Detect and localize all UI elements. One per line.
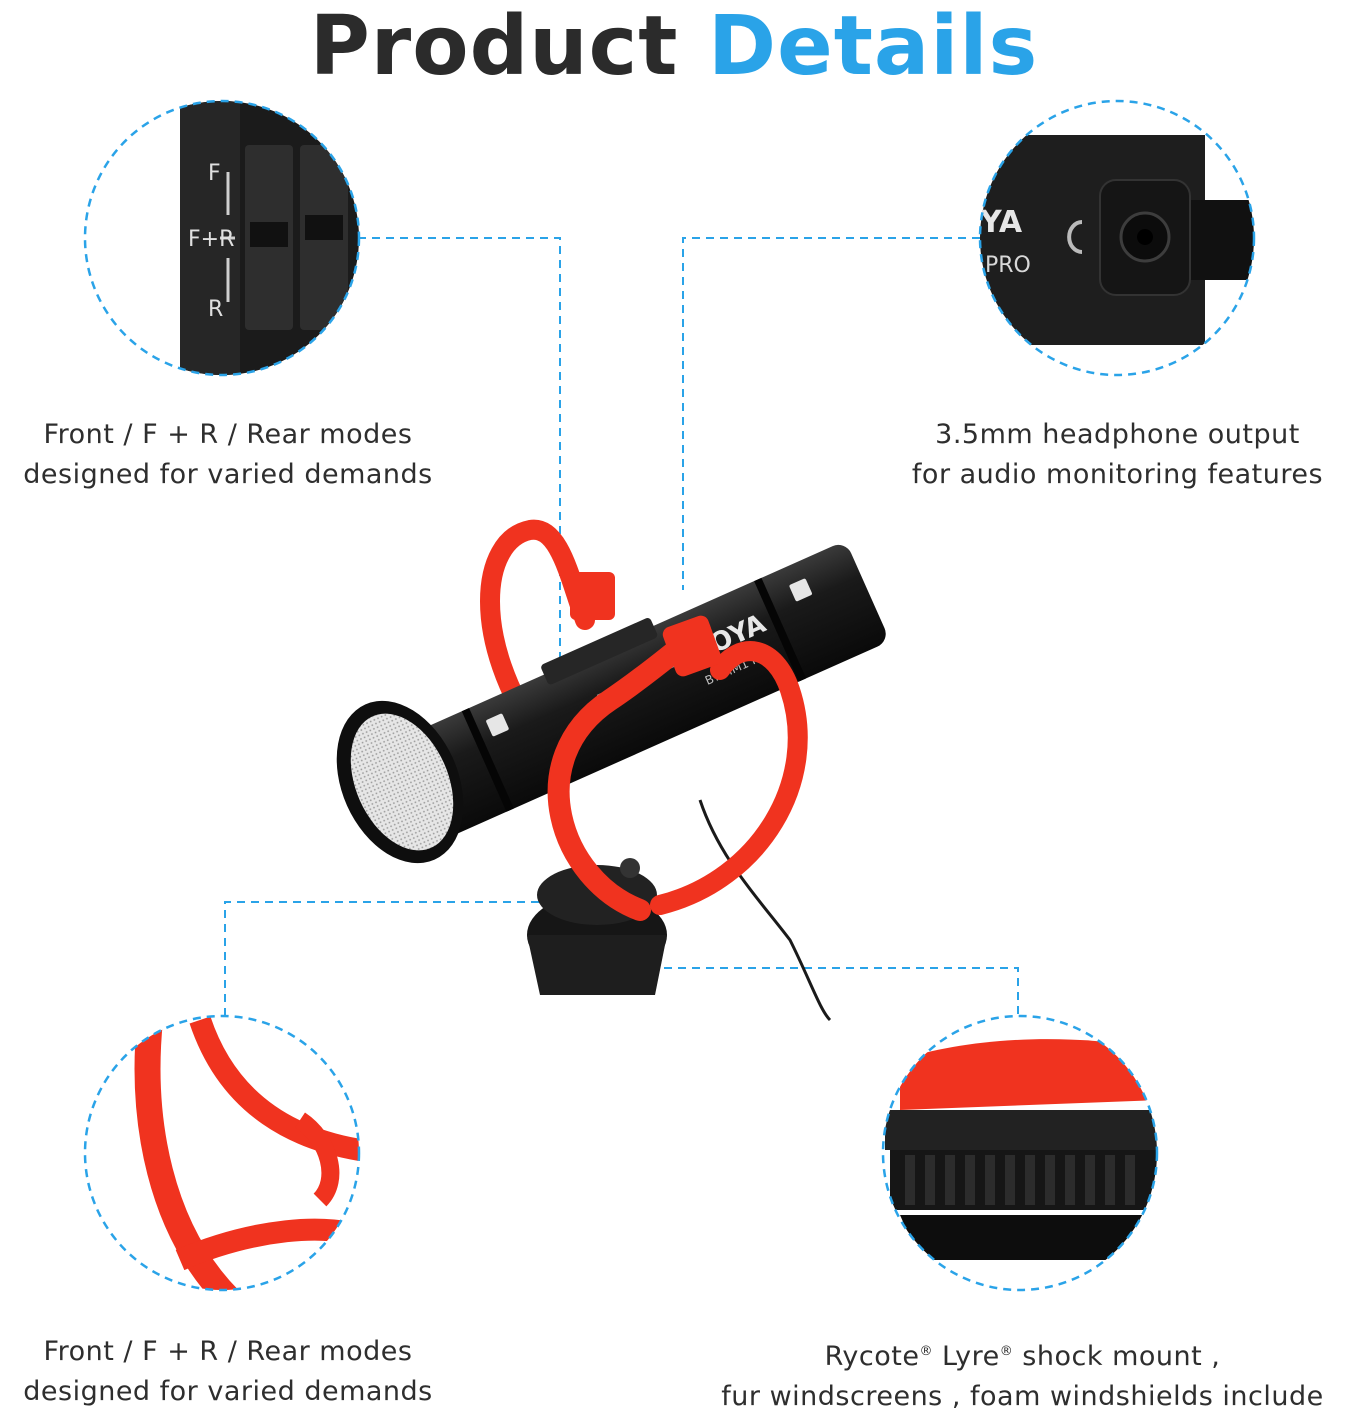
brand-label-partial: YA [979,205,1023,240]
caption-text: Lyre [932,1341,1000,1372]
title-word-product: Product [309,0,679,94]
caption-line: designed for varied demands [23,459,433,490]
caption-bottom-right: Rycote® Lyre® shock mount , fur windscre… [700,1332,1345,1417]
caption-text: shock mount , [1013,1341,1221,1372]
caption-line: Front / F + R / Rear modes [43,1336,413,1367]
detail-circle-headphone: YA PRO [978,99,1256,377]
caption-line: Rycote® Lyre® shock mount , [700,1332,1345,1377]
switch-label-fr: F+R [188,227,234,252]
connector-bottom-left [224,901,610,1016]
caption-top-left: Front / F + R / Rear modes designed for … [8,415,448,495]
registered-mark: ® [999,1344,1014,1359]
connector-bottom-right [650,967,1019,1016]
connector-top-right [682,237,980,590]
connector-lines [224,237,1019,1016]
registered-mark: ® [919,1344,933,1359]
caption-top-right: 3.5mm headphone output for audio monitor… [895,415,1340,495]
caption-line: designed for varied demands [23,1376,433,1407]
detail-circle-cold-shoe [881,1014,1159,1292]
model-label-partial: PRO [985,253,1031,278]
switch-label-f: F [208,161,221,186]
caption-line: for audio monitoring features [911,459,1324,490]
caption-bottom-left: Front / F + R / Rear modes designed for … [8,1332,448,1412]
connector-top-left [358,237,561,668]
detail-circle-shock-mount [83,1014,361,1292]
switch-label-r: R [208,297,223,322]
page-title: Product Details [0,2,1348,92]
microphone-product: BOYA BY-MM1 PRO [336,519,886,1022]
detail-circle-switch: F F+R R [83,99,361,377]
caption-line: fur windscreens , foam windshields inclu… [721,1381,1324,1412]
caption-line: 3.5mm headphone output [935,419,1300,450]
caption-text: Rycote [824,1341,920,1372]
caption-line: Front / F + R / Rear modes [43,419,413,450]
title-word-details: Details [708,0,1039,94]
